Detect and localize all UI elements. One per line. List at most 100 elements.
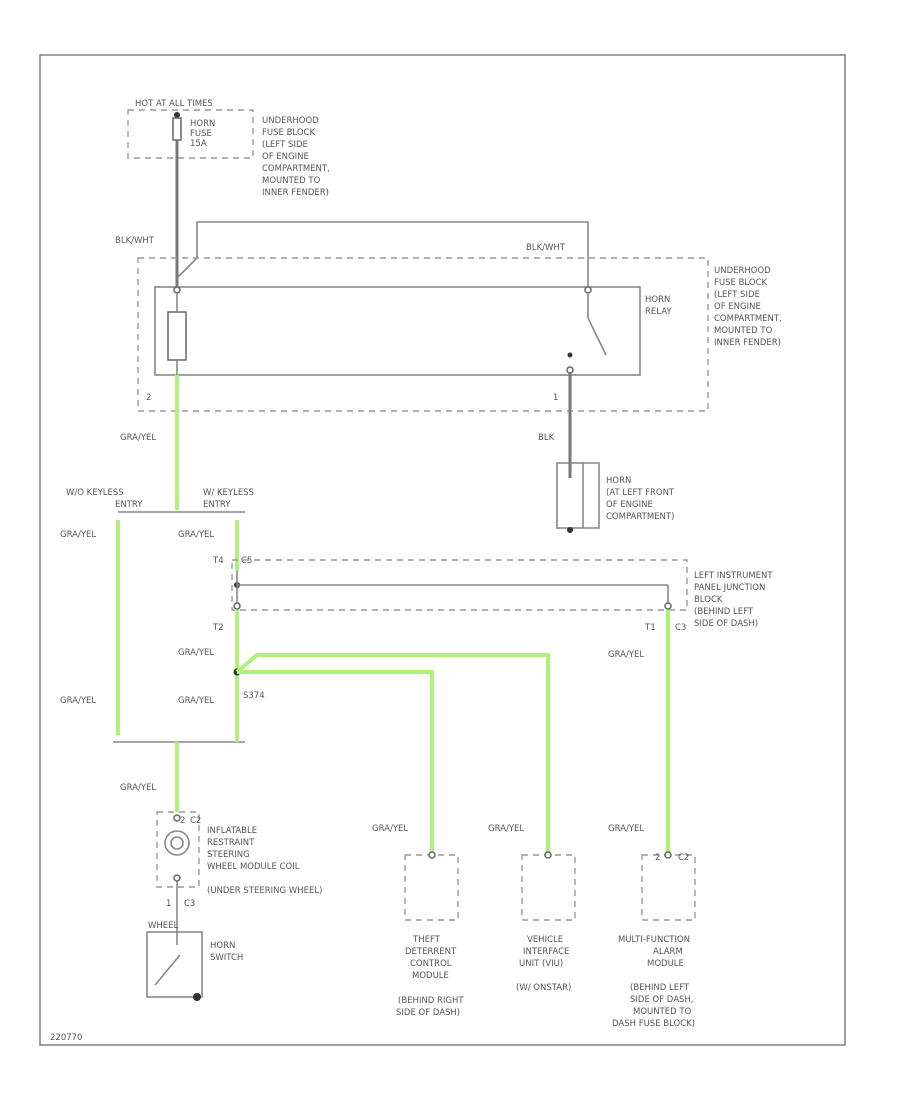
svg-text:(BEHIND RIGHT: (BEHIND RIGHT bbox=[398, 996, 464, 1006]
horn-switch-contact bbox=[154, 954, 181, 986]
svg-text:DASH FUSE BLOCK): DASH FUSE BLOCK) bbox=[612, 1019, 695, 1029]
svg-text:HORN: HORN bbox=[210, 941, 235, 951]
diagram-frame bbox=[39, 54, 846, 1046]
svg-text:UNIT (VIU): UNIT (VIU) bbox=[519, 959, 563, 969]
ip-junction-block-box bbox=[231, 559, 688, 611]
relay-coil-symbol bbox=[167, 311, 187, 361]
switch-wheel-label: WHEEL bbox=[148, 921, 179, 931]
svg-text:UNDERHOOD: UNDERHOOD bbox=[714, 266, 771, 276]
gra-yel-label-3: GRA/YEL bbox=[60, 696, 96, 706]
theft-module-label: THEFT DETERRENT CONTROL MODULE (BEHIND R… bbox=[396, 935, 464, 1018]
svg-text:HORN: HORN bbox=[190, 119, 215, 129]
svg-text:INNER FENDER): INNER FENDER) bbox=[262, 188, 329, 198]
relay-pin-left: 2 bbox=[146, 393, 151, 403]
horn-switch-box bbox=[146, 931, 203, 998]
svg-text:FUSE BLOCK: FUSE BLOCK bbox=[714, 278, 767, 288]
svg-text:THEFT: THEFT bbox=[412, 935, 441, 945]
horn-relay-label: HORN RELAY bbox=[645, 295, 672, 317]
svg-text:COMPARTMENT,: COMPARTMENT, bbox=[714, 314, 782, 324]
viu-box bbox=[521, 854, 576, 921]
fuse-block-box bbox=[127, 109, 254, 159]
svg-text:MODULE: MODULE bbox=[412, 971, 449, 981]
svg-text:SIDE OF DASH): SIDE OF DASH) bbox=[396, 1008, 460, 1018]
ipjb-terminal-right bbox=[664, 602, 672, 610]
svg-text:SIDE OF DASH): SIDE OF DASH) bbox=[694, 619, 758, 629]
gra-yel-label-5: GRA/YEL bbox=[178, 648, 214, 658]
blk-wht-label-left: BLK/WHT bbox=[115, 236, 155, 246]
svg-text:(BEHIND LEFT: (BEHIND LEFT bbox=[694, 607, 754, 617]
horn-label: HORN (AT LEFT FRONT OF ENGINE COMPARTMEN… bbox=[606, 476, 675, 522]
steering-coil-box bbox=[156, 811, 200, 888]
mfam-conn: C2 bbox=[678, 853, 689, 863]
svg-text:OF ENGINE: OF ENGINE bbox=[606, 500, 653, 510]
steering-module-label: INFLATABLE RESTRAINT STEERING WHEEL MODU… bbox=[207, 826, 322, 896]
gra-yel-label-6: GRA/YEL bbox=[178, 696, 214, 706]
svg-text:RELAY: RELAY bbox=[645, 307, 672, 317]
svg-text:15A: 15A bbox=[190, 139, 207, 149]
mfam-terminal bbox=[664, 851, 672, 859]
ipjb-terminal-left bbox=[233, 602, 241, 610]
svg-text:WHEEL MODULE COIL: WHEEL MODULE COIL bbox=[207, 862, 300, 872]
svg-text:INFLATABLE: INFLATABLE bbox=[207, 826, 257, 836]
blk-wht-label-right: BLK/WHT bbox=[526, 243, 566, 253]
coil-terminal-bottom bbox=[173, 874, 181, 882]
svg-text:(AT LEFT FRONT: (AT LEFT FRONT bbox=[606, 488, 675, 498]
horn-fuse-symbol bbox=[172, 117, 182, 141]
gra-yel-label-11: GRA/YEL bbox=[608, 824, 644, 834]
blk-wire-label: BLK bbox=[538, 433, 555, 443]
svg-text:MOUNTED TO: MOUNTED TO bbox=[714, 326, 773, 336]
theft-module-box bbox=[404, 854, 459, 921]
svg-text:W/ KEYLESS: W/ KEYLESS bbox=[203, 488, 254, 498]
svg-text:HORN: HORN bbox=[606, 476, 631, 486]
svg-text:ALARM: ALARM bbox=[653, 947, 683, 957]
w-keyless-label: W/ KEYLESS ENTRY bbox=[203, 488, 254, 510]
svg-text:HORN: HORN bbox=[645, 295, 670, 305]
coil-spring-inner bbox=[170, 836, 184, 850]
relay-terminal-top-left bbox=[173, 286, 181, 294]
svg-text:DETERRENT: DETERRENT bbox=[405, 947, 457, 957]
svg-text:SWITCH: SWITCH bbox=[210, 953, 243, 963]
svg-text:W/O KEYLESS: W/O KEYLESS bbox=[66, 488, 124, 498]
gra-yel-wire-to-theft-module bbox=[237, 670, 434, 853]
ipjb-pin-t1: T1 bbox=[644, 623, 656, 633]
theft-module-terminal bbox=[428, 851, 436, 859]
svg-text:FUSE BLOCK: FUSE BLOCK bbox=[262, 128, 315, 138]
svg-text:OF ENGINE: OF ENGINE bbox=[714, 302, 761, 312]
svg-text:(LEFT SIDE: (LEFT SIDE bbox=[262, 140, 308, 150]
underhood-fuse-block-right-box bbox=[137, 257, 709, 412]
relay-pin-right: 1 bbox=[553, 393, 558, 403]
viu-label: VEHICLE INTERFACE UNIT (VIU) (W/ ONSTAR) bbox=[516, 935, 571, 993]
coil-spring-symbol bbox=[164, 830, 190, 856]
underhood-fuse-block-top-label: UNDERHOOD FUSE BLOCK (LEFT SIDE OF ENGIN… bbox=[262, 116, 330, 198]
horn-switch-ground bbox=[193, 993, 201, 1001]
fuse-header-label: HOT AT ALL TIMES bbox=[135, 99, 213, 109]
gra-yel-label-8: GRA/YEL bbox=[120, 783, 156, 793]
gra-yel-label-9: GRA/YEL bbox=[372, 824, 408, 834]
horn-switch-label: HORN SWITCH bbox=[210, 941, 243, 963]
horn-ground bbox=[567, 527, 573, 533]
svg-text:UNDERHOOD: UNDERHOOD bbox=[262, 116, 319, 126]
horn-fuse-label: HORN FUSE 15A bbox=[190, 119, 215, 149]
svg-text:STEERING: STEERING bbox=[207, 850, 250, 860]
relay-terminal-bottom-right bbox=[566, 366, 574, 374]
relay-jumper-wire bbox=[176, 221, 589, 286]
diagram-code: 220770 bbox=[50, 1033, 82, 1043]
ipjb-pin-t4: T4 bbox=[212, 556, 224, 566]
svg-text:SIDE OF DASH,: SIDE OF DASH, bbox=[630, 995, 694, 1005]
horn-bell bbox=[583, 462, 600, 529]
svg-text:INTERFACE: INTERFACE bbox=[523, 947, 569, 957]
svg-text:COMPARTMENT): COMPARTMENT) bbox=[606, 512, 674, 522]
wo-keyless-label: W/O KEYLESS ENTRY bbox=[66, 488, 143, 510]
svg-text:ENTRY: ENTRY bbox=[115, 500, 143, 510]
coil-conn-bottom: C3 bbox=[184, 899, 195, 909]
svg-text:(LEFT SIDE: (LEFT SIDE bbox=[714, 290, 760, 300]
svg-text:PANEL JUNCTION: PANEL JUNCTION bbox=[694, 583, 765, 593]
mfam-pin: 2 bbox=[655, 853, 660, 863]
relay-contact-arm bbox=[587, 317, 607, 356]
gra-yel-label-2: GRA/YEL bbox=[60, 530, 96, 540]
svg-text:VEHICLE: VEHICLE bbox=[527, 935, 563, 945]
relay-contact-point bbox=[567, 352, 573, 358]
svg-text:FUSE: FUSE bbox=[190, 129, 212, 139]
svg-text:OF ENGINE: OF ENGINE bbox=[262, 152, 309, 162]
